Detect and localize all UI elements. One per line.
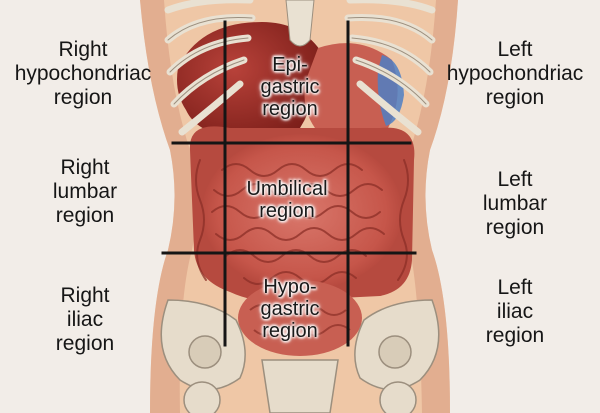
hip-joint-right	[183, 381, 221, 413]
label-left-hypochondriac-region: Left hypochondriac region	[446, 38, 584, 109]
lower-loops	[249, 304, 351, 336]
intestine-loops	[195, 159, 409, 285]
hip-joint-left	[379, 381, 417, 413]
label-right-iliac-region: Right iliac region	[55, 284, 115, 355]
lower-intestine	[238, 280, 362, 356]
label-right-hypochondriac-region: Right hypochondriac region	[14, 38, 152, 109]
ribcage-outline	[167, 17, 433, 105]
sternum	[285, 0, 315, 47]
label-umbilical-region: Umbilical region	[246, 178, 328, 222]
label-right-lumbar-region: Right lumbar region	[52, 156, 118, 227]
region-grid	[161, 20, 417, 347]
label-left-iliac-region: Left iliac region	[485, 276, 545, 347]
pelvis	[160, 299, 440, 413]
label-epigastric-region: Epi- gastric region	[260, 54, 320, 120]
label-left-lumbar-region: Left lumbar region	[482, 168, 548, 239]
label-hypogastric-region: Hypo- gastric region	[260, 276, 320, 342]
